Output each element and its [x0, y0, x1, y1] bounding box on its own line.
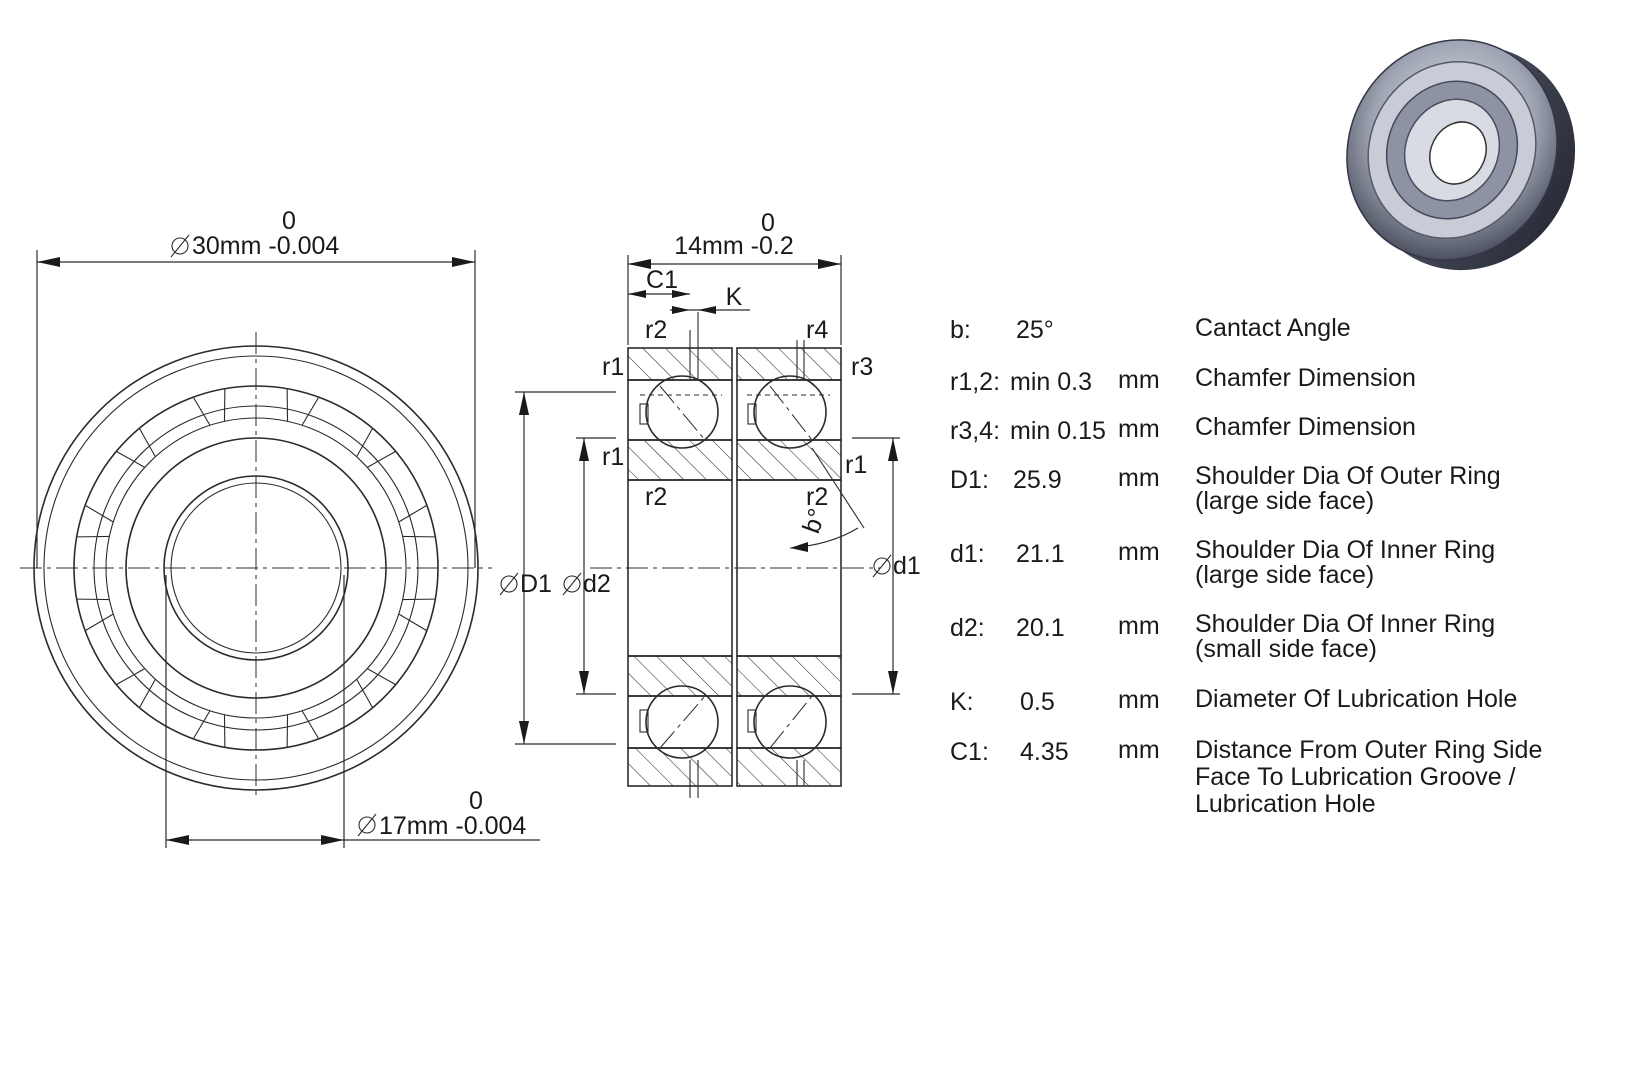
radius-labels: r2 r4 r1 r3 r1 r2 r1 r2 b°: [602, 316, 873, 537]
spec-desc-D1-line2: (large side face): [1195, 487, 1375, 515]
r2-top-label: r2: [645, 316, 667, 344]
spec-symbol-d2: d2:: [950, 614, 985, 642]
spec-value-d2: 20.1: [1016, 614, 1065, 642]
width-tolerance: 0: [761, 209, 775, 237]
diameter-symbol: [170, 234, 190, 258]
spec-value-d1: 21.1: [1016, 540, 1065, 568]
cage-pocket-line: [192, 396, 211, 426]
c1-label: C1: [646, 266, 678, 294]
spec-value-r34: min 0.15: [1010, 417, 1106, 445]
section-diameter-dimensions: D1 d2 d1: [499, 391, 921, 745]
spec-unit-C1: mm: [1118, 736, 1160, 764]
bearing-3d-render: [1346, 39, 1576, 271]
spec-value-D1: 25.9: [1013, 466, 1062, 494]
spec-symbol-r12: r1,2:: [950, 368, 1001, 396]
cage-pocket-line: [138, 678, 156, 709]
spec-desc-C1-line1: Distance From Outer Ring Side: [1195, 736, 1543, 764]
bore-tolerance: 0: [469, 787, 483, 815]
cage-pocket-line: [366, 450, 397, 468]
width-value: 14mm -0.2: [674, 232, 793, 260]
cage-pocket-line: [356, 427, 374, 458]
front-view: [20, 332, 492, 800]
outer-diameter-dimension: 0 30mm -0.004: [36, 207, 476, 568]
r4-label: r4: [806, 316, 828, 344]
cage-pocket-line: [301, 710, 320, 740]
spec-desc-d2-line2: (small side face): [1195, 635, 1377, 663]
diameter-symbol: [357, 813, 377, 837]
r1-top-label: r1: [602, 353, 624, 381]
spec-unit-d2: mm: [1118, 612, 1160, 640]
spec-desc-D1-line1: Shoulder Dia Of Outer Ring: [1195, 462, 1501, 490]
spec-value-b: 25°: [1016, 316, 1054, 344]
cage-pocket-line: [398, 613, 428, 632]
spec-symbol-b: b:: [950, 316, 971, 344]
spec-unit-r34: mm: [1118, 415, 1160, 443]
spec-unit-D1: mm: [1118, 464, 1160, 492]
spec-value-K: 0.5: [1020, 688, 1055, 716]
spec-desc-K: Diameter Of Lubrication Hole: [1195, 685, 1518, 713]
r1-mid-left-label: r1: [602, 443, 624, 471]
d2-label: d2: [583, 570, 611, 598]
cage-pocket-line: [115, 450, 146, 468]
cage-pocket-line: [301, 396, 320, 426]
spec-symbol-C1: C1:: [950, 738, 989, 766]
spec-desc-r34: Chamfer Dimension: [1195, 413, 1416, 441]
spec-desc-b: Cantact Angle: [1195, 314, 1351, 342]
spec-desc-d1-line1: Shoulder Dia Of Inner Ring: [1195, 536, 1496, 564]
cage-pocket-line: [115, 668, 146, 686]
bore-dimension: 0 17mm -0.004: [165, 575, 540, 848]
cage-pocket-line: [84, 613, 114, 632]
r2-mid-right-label: r2: [806, 483, 828, 511]
spec-desc-d2-line1: Shoulder Dia Of Inner Ring: [1195, 610, 1496, 638]
d1-small-label: d1: [893, 552, 921, 580]
section-view: [590, 312, 880, 798]
cage-pocket-line: [138, 427, 156, 458]
spec-symbol-K: K:: [950, 688, 974, 716]
spec-value-r12: min 0.3: [1010, 368, 1092, 396]
r3-label: r3: [851, 353, 873, 381]
spec-desc-C1-line2: Face To Lubrication Groove /: [1195, 763, 1516, 791]
cage-pocket-line: [192, 710, 211, 740]
spec-symbol-D1: D1:: [950, 466, 989, 494]
spec-symbol-r34: r3,4:: [950, 417, 1001, 445]
r2-mid-left-label: r2: [645, 483, 667, 511]
outer-dia-tolerance: 0: [282, 207, 296, 235]
cage-pocket-line: [366, 668, 397, 686]
r1-mid-right-label: r1: [845, 451, 867, 479]
k-label: K: [726, 283, 743, 311]
spec-desc-r12: Chamfer Dimension: [1195, 364, 1416, 392]
d1-large-label: D1: [520, 570, 552, 598]
bore-value: 17mm -0.004: [379, 812, 526, 840]
outer-dia-value: 30mm -0.004: [192, 232, 339, 260]
spec-unit-r12: mm: [1118, 366, 1160, 394]
spec-desc-d1-line2: (large side face): [1195, 561, 1375, 589]
spec-symbol-d1: d1:: [950, 540, 985, 568]
width-dimension: 0 14mm -0.2 C1 K: [627, 209, 842, 345]
cage-pocket-line: [398, 504, 428, 523]
spec-unit-d1: mm: [1118, 538, 1160, 566]
cage-pocket-line: [84, 504, 114, 523]
spec-value-C1: 4.35: [1020, 738, 1069, 766]
cage-pocket-line: [356, 678, 374, 709]
spec-unit-K: mm: [1118, 686, 1160, 714]
spec-desc-C1-line3: Lubrication Hole: [1195, 790, 1376, 818]
